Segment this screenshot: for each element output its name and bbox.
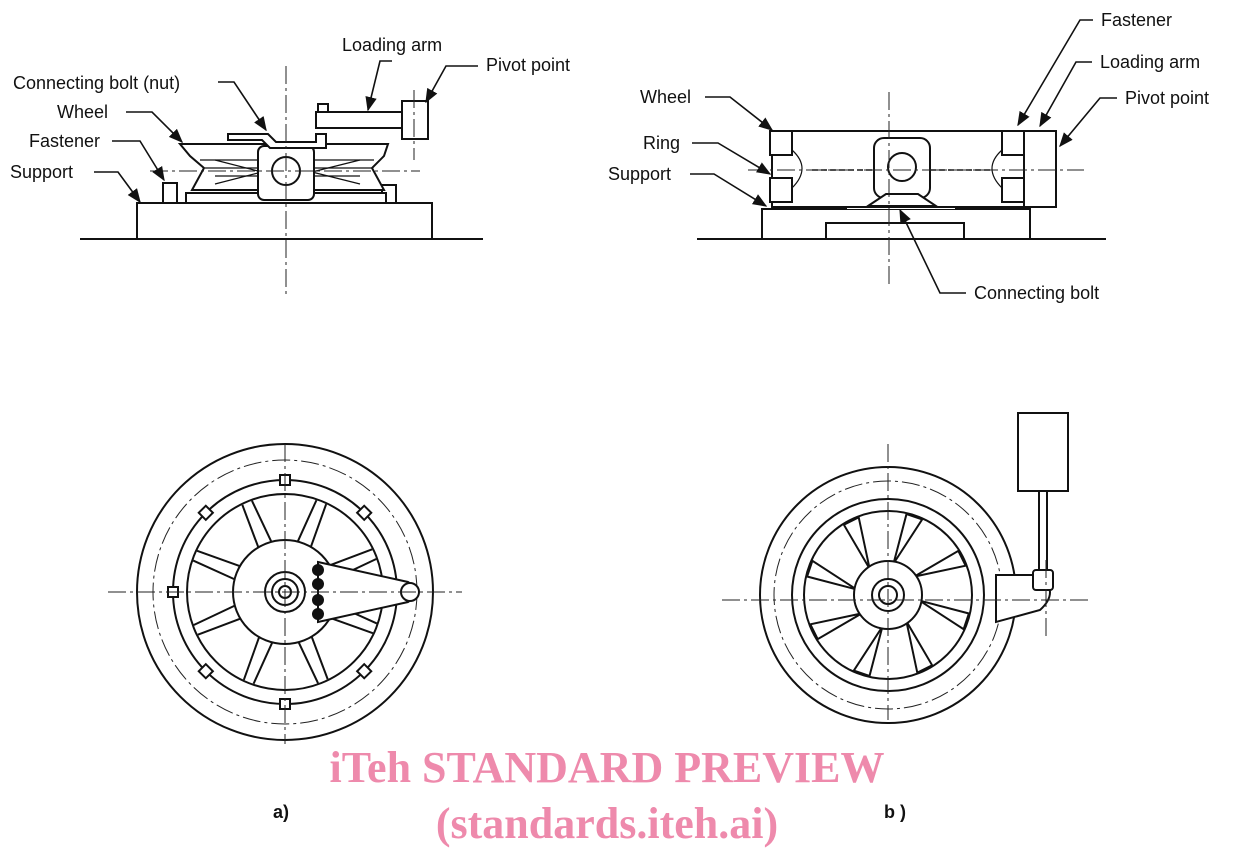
leader-connecting-bolt-a xyxy=(218,81,267,132)
diagram-b-top-view xyxy=(722,412,1090,724)
diagram-b-side-view: Fastener Loading arm Pivot point Wheel R… xyxy=(608,10,1209,303)
spoke-a-1-0 xyxy=(310,634,329,680)
ring-top-left-b xyxy=(769,130,793,156)
label-fastener-b: Fastener xyxy=(1101,10,1172,30)
spoke-a-2-0 xyxy=(252,640,275,685)
spoke-line-a2 xyxy=(214,171,263,185)
leader-wheel-a xyxy=(126,111,184,144)
label-fastener-a: Fastener xyxy=(29,131,100,151)
label-wheel-a: Wheel xyxy=(57,102,108,122)
ring-bottom-left-b xyxy=(769,177,793,203)
leader-wheel-b xyxy=(705,96,774,131)
diagram-a-side-view: Loading arm Pivot point Connecting bolt … xyxy=(10,35,570,298)
watermark-line-2: (standards.iteh.ai) xyxy=(436,799,778,848)
ring-bottom-right-b xyxy=(1001,177,1025,203)
clamp-a-1 xyxy=(355,662,373,680)
diagram-a-top-view xyxy=(108,443,462,744)
bolt-a4 xyxy=(312,608,324,620)
support-block-a xyxy=(136,202,433,240)
spoke-a-7-0 xyxy=(327,548,373,567)
watermark-line-1: iTeh STANDARD PREVIEW xyxy=(330,743,885,792)
spoke-b-6 xyxy=(892,512,924,565)
spoke-a-5-0 xyxy=(241,504,260,550)
pivot-block-a xyxy=(401,100,429,140)
label-loading-arm-b: Loading arm xyxy=(1100,52,1200,72)
spoke-a-3-0 xyxy=(197,617,243,636)
pivot-clamp-b xyxy=(1032,569,1054,591)
spoke-a-2-1 xyxy=(242,634,261,681)
leader-fastener-a xyxy=(112,140,165,182)
spoke-a-4-1 xyxy=(196,549,243,568)
label-pivot-point-b: Pivot point xyxy=(1125,88,1209,108)
connecting-bolt-b xyxy=(864,193,940,207)
spoke-b-0 xyxy=(918,599,971,631)
spoke-a-4-0 xyxy=(192,559,237,582)
connecting-bolt-a xyxy=(227,133,327,149)
spoke-a-5-1 xyxy=(251,500,274,545)
leader-pivot-point-b xyxy=(1059,97,1117,148)
spoke-a-6-1 xyxy=(309,503,328,550)
spokes-b xyxy=(805,512,971,678)
loading-arm-nut-a xyxy=(317,103,329,113)
leader-support-a xyxy=(94,171,141,204)
leader-ring-b xyxy=(692,142,772,175)
label-pivot-point-a: Pivot point xyxy=(486,55,570,75)
spoke-line-a4 xyxy=(311,171,361,185)
pivot-housing-b xyxy=(1023,130,1057,208)
hub-bore-b xyxy=(887,152,917,182)
bolt-a2 xyxy=(312,578,324,590)
spoke-b-2 xyxy=(852,625,884,678)
clamp-a-3 xyxy=(197,662,215,680)
clamp-a-7 xyxy=(355,504,373,522)
label-wheel-b: Wheel xyxy=(640,87,691,107)
clamp-a-5 xyxy=(197,504,215,522)
spoke-b-1 xyxy=(905,620,934,675)
spoke-b-5 xyxy=(842,515,871,570)
leader-loading-arm-a xyxy=(365,60,392,112)
rim-curves-b xyxy=(791,149,1003,189)
label-connecting-bolt-nut-a: Connecting bolt (nut) xyxy=(13,73,180,93)
spoke-line-a1 xyxy=(214,159,263,173)
spoke-b-7 xyxy=(913,549,968,578)
label-ring-b: Ring xyxy=(643,133,680,153)
spoke-line-a3 xyxy=(311,159,361,173)
spoke-a-6-0 xyxy=(295,499,318,544)
load-weight-b xyxy=(1017,412,1069,492)
bolt-a3 xyxy=(312,594,324,606)
bolt-a1 xyxy=(312,564,324,576)
leader-fastener-b xyxy=(1017,19,1093,127)
spoke-a-3-1 xyxy=(193,603,238,626)
leader-connecting-bolt-b xyxy=(899,208,966,294)
spoke-a-0-1 xyxy=(327,616,374,635)
leader-pivot-point-a xyxy=(425,65,478,104)
spoke-b-3 xyxy=(808,612,863,641)
caption-b: b ) xyxy=(884,802,906,822)
leader-loading-arm-b xyxy=(1039,61,1092,128)
label-support-b: Support xyxy=(608,164,671,184)
loading-arm-a xyxy=(315,111,413,129)
base-plate-b xyxy=(825,222,965,240)
spoke-a-1-1 xyxy=(296,639,319,684)
label-connecting-bolt-b: Connecting bolt xyxy=(974,283,1099,303)
label-loading-arm-a: Loading arm xyxy=(342,35,442,55)
ring-top-right-b xyxy=(1001,130,1025,156)
caption-a: a) xyxy=(273,802,289,822)
fastener-left-a xyxy=(162,182,178,204)
label-support-a: Support xyxy=(10,162,73,182)
spoke-b-4 xyxy=(805,559,858,591)
leader-support-b xyxy=(690,173,768,207)
